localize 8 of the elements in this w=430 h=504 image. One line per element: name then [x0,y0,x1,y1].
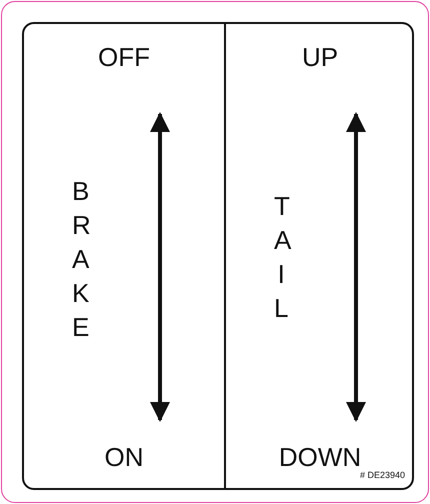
position-label: DOWN [260,442,380,472]
double-arrow [150,112,170,422]
position-label: UP [260,42,380,72]
position-label: ON [64,442,184,472]
position-label: OFF [64,42,184,72]
switch-panel [22,22,226,490]
double-arrow [346,112,366,422]
part-number: # DE23940 [360,470,406,480]
